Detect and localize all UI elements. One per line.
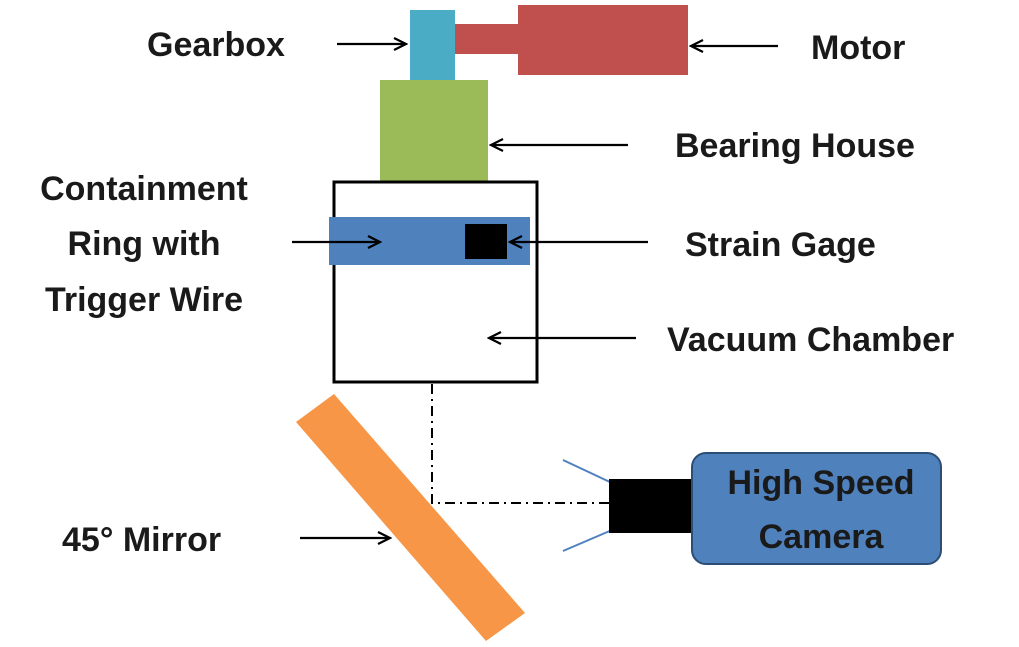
gearbox	[410, 10, 455, 82]
containment-ring-label-line1: Containment	[40, 170, 248, 208]
camera-label-line2: Camera	[759, 518, 885, 556]
motor-body	[518, 5, 688, 75]
motor-label: Motor	[811, 29, 905, 67]
bearing-house	[380, 80, 488, 182]
camera-body	[691, 452, 942, 565]
camera-lens	[609, 479, 692, 533]
fov-line-top	[562, 459, 613, 484]
vacuum-chamber-label: Vacuum Chamber	[667, 321, 954, 359]
camera-label-line1: High Speed	[727, 464, 914, 502]
optical-path	[431, 384, 612, 504]
mirror	[296, 394, 525, 641]
strain-gage	[465, 224, 507, 259]
motor-shaft	[455, 24, 525, 54]
containment-ring-label-line2: Ring with	[68, 225, 221, 263]
bearing-house-label: Bearing House	[675, 127, 915, 165]
vacuum-chamber	[332, 180, 539, 384]
gearbox-label: Gearbox	[147, 26, 285, 64]
fov-line-bottom	[562, 529, 613, 552]
containment-ring-label-line3: Trigger Wire	[45, 281, 243, 319]
mirror-label: 45° Mirror	[62, 521, 221, 559]
strain-gage-label: Strain Gage	[685, 226, 876, 264]
